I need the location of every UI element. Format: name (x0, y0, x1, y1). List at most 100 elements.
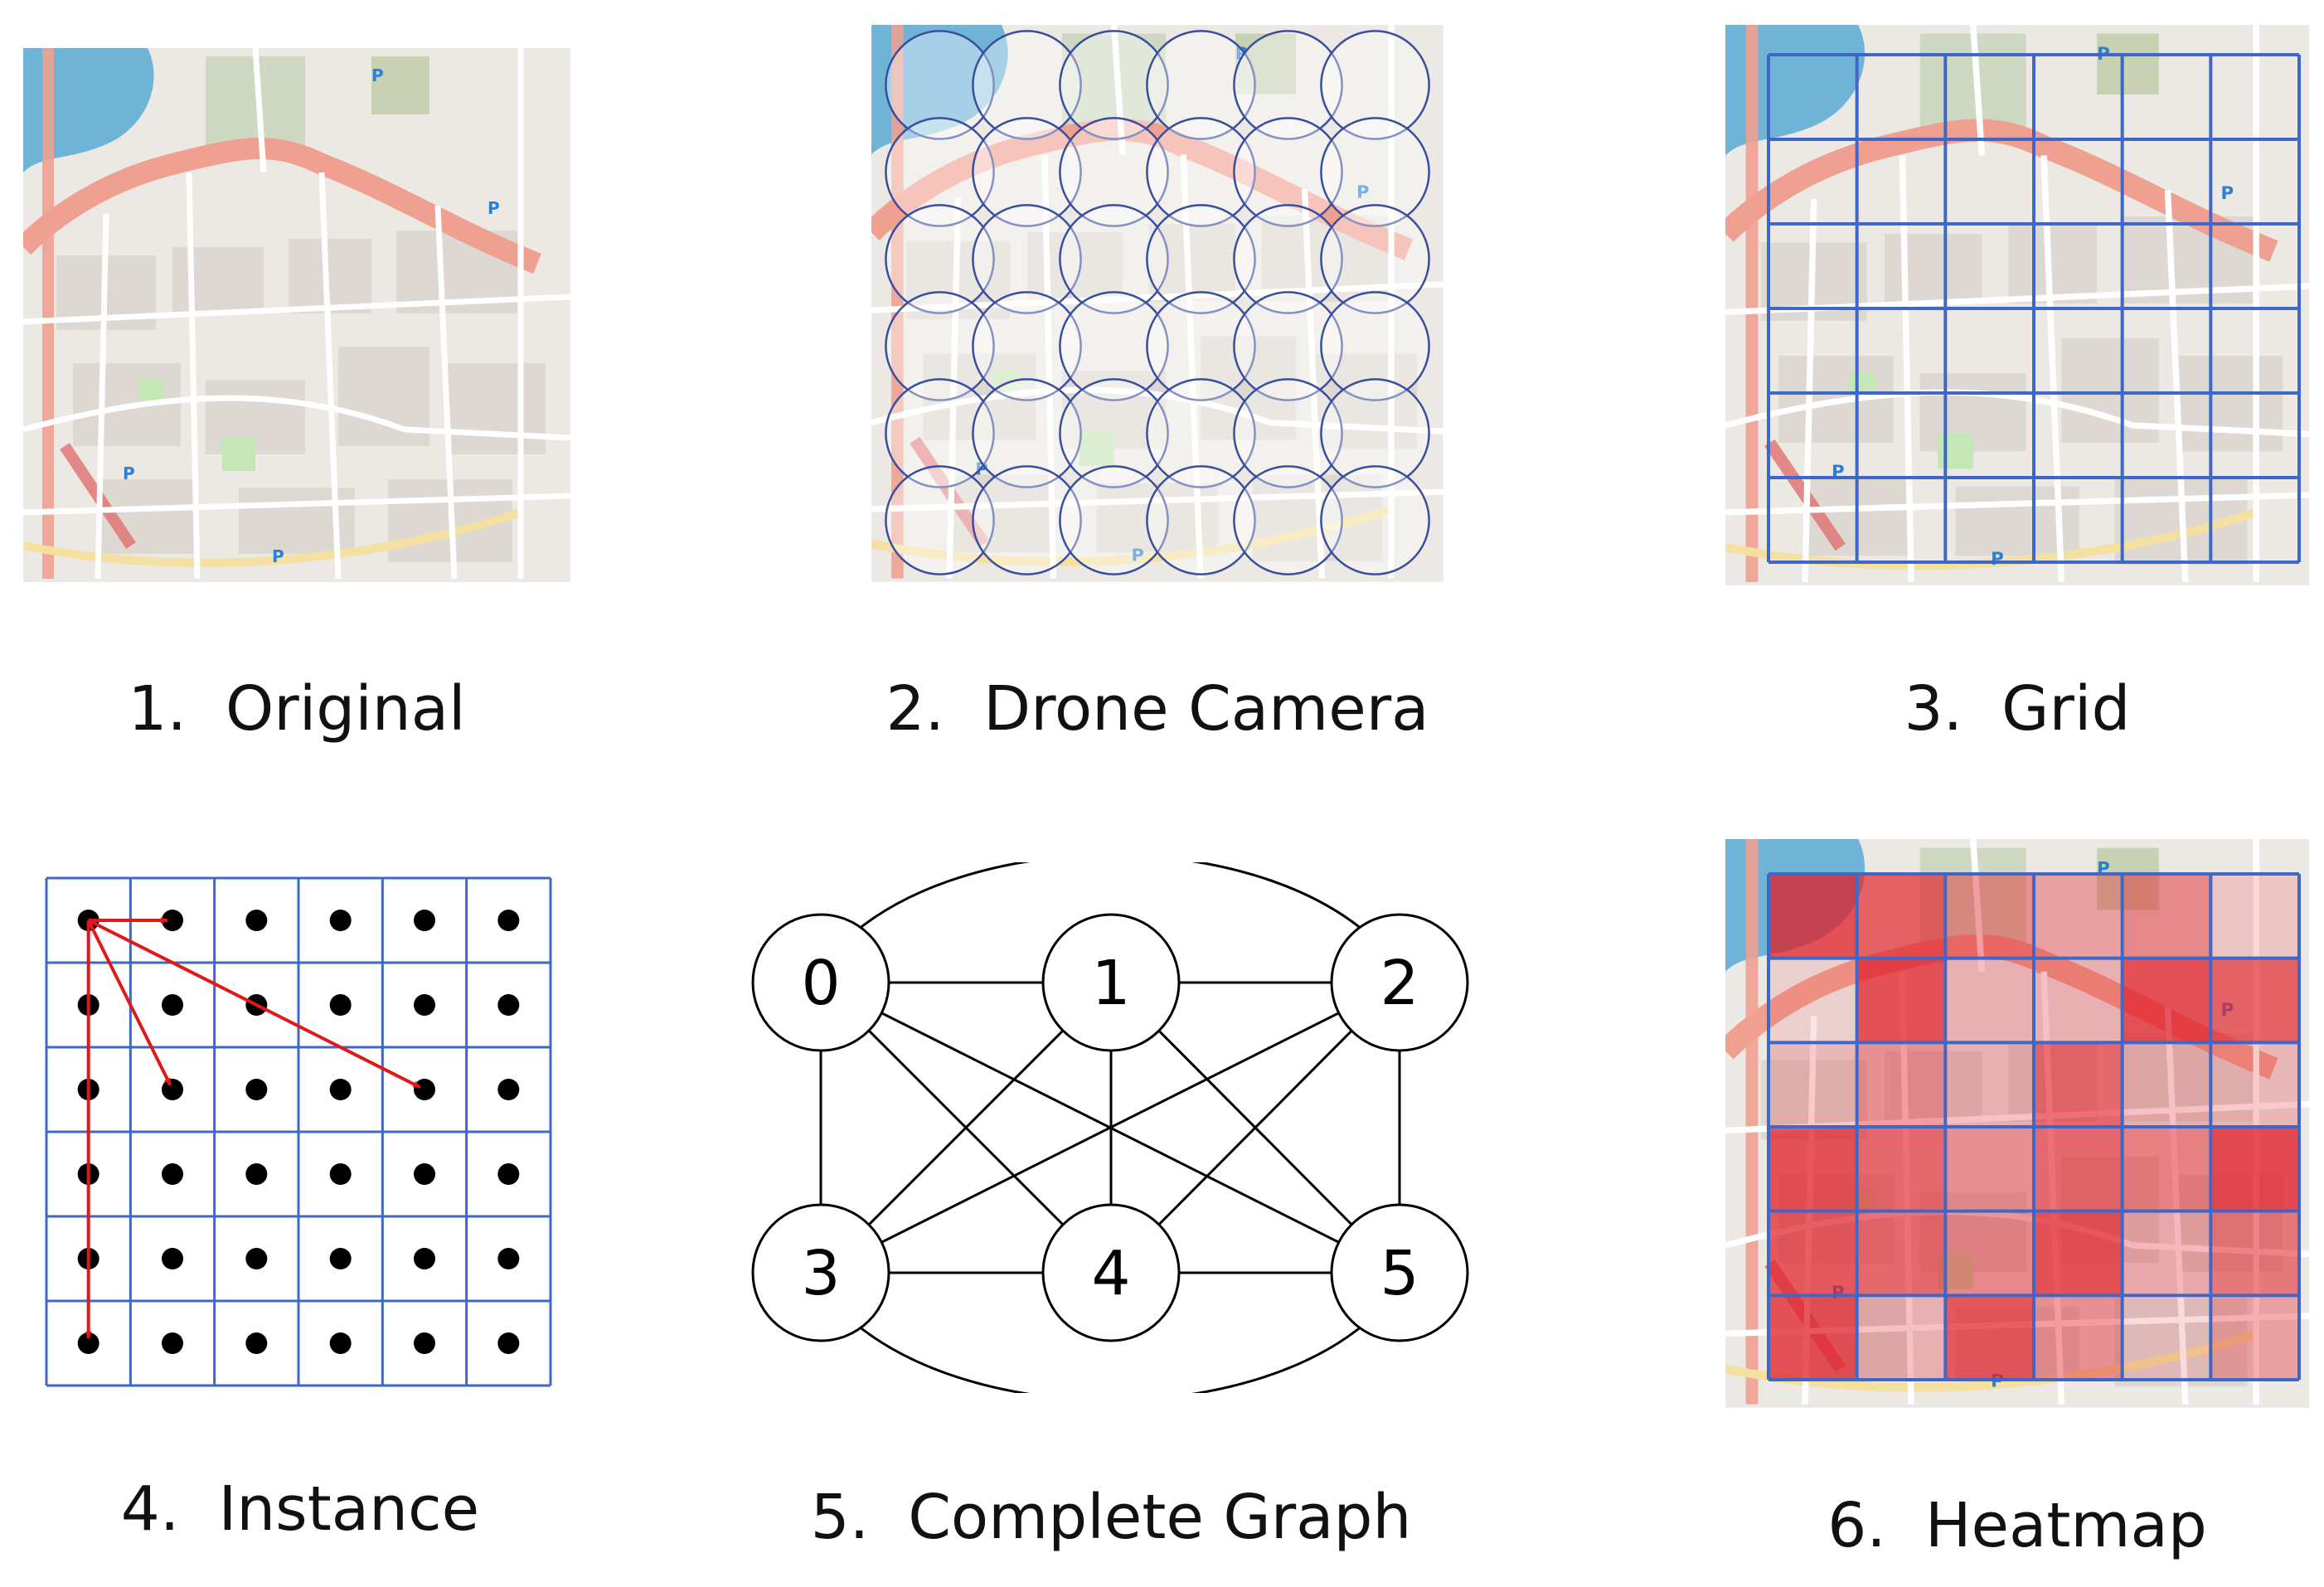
heatmap-cells (1767, 872, 2301, 1381)
drone-circle (1320, 117, 1430, 227)
caption-grid: 3. Grid (1904, 673, 2131, 745)
heatmap-cell (1945, 1127, 2034, 1211)
drone-circle (1059, 204, 1169, 314)
drone-circle (972, 117, 1082, 227)
instance-arrows (85, 917, 421, 1339)
drone-circle (1233, 30, 1343, 140)
drone-circle (1146, 30, 1256, 140)
drone-circle (1059, 291, 1169, 401)
drone-circle (972, 378, 1082, 488)
graph-node (1330, 913, 1469, 1052)
grid-overlay (1767, 53, 2301, 564)
heatmap-cell (2034, 1211, 2123, 1296)
heatmap-cell (1945, 958, 2034, 1043)
caption-graph: 5. Complete Graph (810, 1482, 1412, 1553)
drone-circle (1146, 378, 1256, 488)
drone-map (871, 25, 1443, 582)
instance-dot (245, 1079, 268, 1100)
instance-dots (77, 910, 520, 1354)
drone-circle (1146, 117, 1256, 227)
drone-circle (885, 465, 995, 575)
heatmap-cell (2122, 874, 2211, 959)
heatmap-cell (1768, 1295, 1857, 1380)
heatmap-cell (2034, 1295, 2123, 1380)
heatmap-cell (1768, 1211, 1857, 1296)
drone-circle (1059, 465, 1169, 575)
instance-dot (329, 1163, 352, 1185)
heatmap-cell (2122, 1211, 2211, 1296)
graph-node (751, 913, 890, 1052)
instance-dot (245, 1332, 268, 1354)
drone-circle (885, 291, 995, 401)
drone-circle (1320, 465, 1430, 575)
heatmap-cell (2122, 1042, 2211, 1127)
instance-dot (329, 1248, 352, 1269)
heatmap-cell (2210, 1295, 2299, 1380)
instance-dot (77, 1332, 99, 1354)
caption-original: 1. Original (128, 673, 466, 745)
graph-node-label: 4 (1091, 1238, 1130, 1309)
drone-circle (1320, 30, 1430, 140)
instance-dot (414, 1332, 435, 1354)
panel-drone (871, 25, 1443, 582)
instance-dot (414, 994, 435, 1016)
caption-heatmap: 6. Heatmap (1827, 1490, 2207, 1561)
instance-diagram (45, 876, 552, 1387)
grid-map (1725, 25, 2309, 585)
panel-grid (1725, 25, 2309, 585)
heatmap-cell (2034, 874, 2123, 959)
instance-arrow (86, 920, 172, 1086)
heatmap-cell (1856, 1211, 1946, 1296)
drone-camera-circles (885, 30, 1430, 575)
graph-node-label: 5 (1380, 1238, 1419, 1309)
drone-circle (885, 204, 995, 314)
heatmap-map (1725, 839, 2309, 1408)
instance-dot (497, 1163, 520, 1185)
drone-circle (1146, 291, 1256, 401)
drone-circle (1320, 291, 1430, 401)
instance-dot (245, 910, 268, 931)
instance-dot (162, 910, 183, 931)
drone-circle (972, 30, 1082, 140)
drone-circle (1146, 465, 1256, 575)
instance-dot (414, 1079, 435, 1100)
instance-dot (162, 1079, 183, 1100)
instance-dot (162, 994, 183, 1016)
drone-circle (1146, 204, 1256, 314)
heatmap-cell (1856, 1042, 1946, 1127)
caption-drone: 2. Drone Camera (885, 673, 1429, 745)
panel-instance (43, 875, 557, 1392)
heatmap-cell (1945, 1295, 2034, 1380)
instance-dot (162, 1163, 183, 1185)
heatmap-cell (2034, 1042, 2123, 1127)
graph-edge (853, 1321, 1367, 1393)
drone-circle (1233, 291, 1343, 401)
heatmap-cell (1945, 1211, 2034, 1296)
instance-dot (329, 994, 352, 1016)
heatmap-cell (1856, 1127, 1946, 1211)
graph-node (1041, 913, 1181, 1052)
instance-dot (497, 1079, 520, 1100)
graph-edge (853, 862, 1367, 934)
drone-circle (1320, 378, 1430, 488)
instance-dot (497, 910, 520, 931)
instance-dot (414, 910, 435, 931)
heatmap-cell (1856, 958, 1946, 1043)
caption-instance: 4. Instance (120, 1473, 480, 1545)
map-base (23, 48, 570, 582)
drone-circle (972, 291, 1082, 401)
heatmap-cell (2210, 958, 2299, 1043)
instance-dot (497, 1332, 520, 1354)
graph-node-label: 0 (801, 948, 840, 1019)
instance-arrow (87, 919, 421, 1090)
original-map (23, 48, 570, 582)
graph-node-label: 3 (801, 1238, 840, 1309)
drone-circle (1059, 30, 1169, 140)
drone-circle (1233, 465, 1343, 575)
drone-circle (1059, 378, 1169, 488)
graph-node (1041, 1203, 1181, 1342)
instance-grid (45, 876, 552, 1387)
instance-dot (245, 1163, 268, 1185)
